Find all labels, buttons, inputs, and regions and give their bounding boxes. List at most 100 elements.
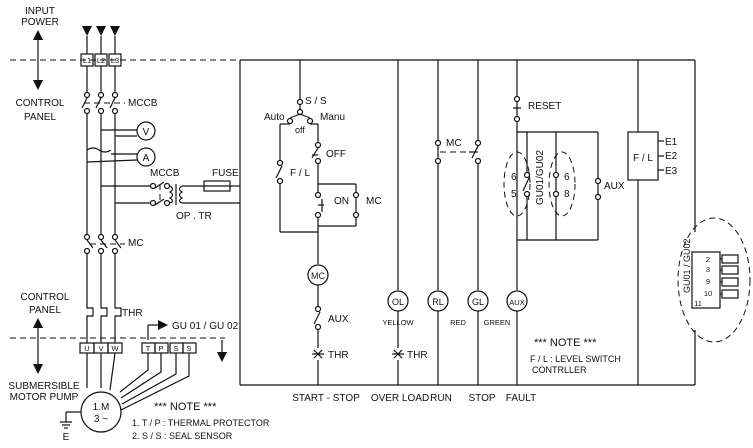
note-right-line-2: CONTRLLER <box>532 365 587 375</box>
e3-label: E3 <box>665 166 678 177</box>
input-arrow-l1 <box>82 26 92 36</box>
svg-text:L2: L2 <box>97 56 105 65</box>
terminal-block-top: L1 L2 L3 <box>80 53 122 67</box>
fl-left-label: F / L <box>290 168 310 179</box>
control-panel-bottom-label-2: PANEL <box>29 305 61 316</box>
svg-text:S: S <box>173 344 178 353</box>
svg-text:V: V <box>98 344 103 353</box>
voltmeter <box>136 121 156 141</box>
gu-vertical-label: GU01/GU02 <box>535 150 546 205</box>
note-left-line-2: 2. S / S : SEAL SENSOR <box>132 431 233 441</box>
lamp-gl-label: GL <box>472 297 484 307</box>
fuse-label: FUSE <box>212 168 239 179</box>
motor-text-1: 1.M <box>93 402 110 413</box>
svg-text:T: T <box>146 344 151 353</box>
op-tr-label: OP . TR <box>176 211 212 222</box>
ammeter <box>136 147 156 167</box>
gu-box-vertical-label: GU01 / GU02 <box>682 238 692 293</box>
motor-label-1: SUBMERSIBLE <box>8 381 79 392</box>
manu-label: Manu <box>320 112 345 123</box>
op-transformer <box>168 184 184 205</box>
aux-left-label: AUX <box>328 314 349 325</box>
motor-label-2: MOTOR PUMP <box>10 392 79 403</box>
mc-main-label: MC <box>128 238 144 249</box>
mccb-main-label: MCCB <box>128 98 158 109</box>
svg-text:3: 3 <box>706 265 710 274</box>
thr-left-label: THR <box>328 350 349 361</box>
gu-contact-ellipse-2 <box>548 151 576 217</box>
lamp-ol-label: OL <box>392 297 404 307</box>
svg-text:L1: L1 <box>83 56 91 65</box>
earth-label: E <box>63 432 70 443</box>
green-label: GREEN <box>484 318 511 327</box>
aux-right-label: AUX <box>604 181 625 192</box>
run-column: MC RL RED <box>427 60 468 385</box>
gu-box: GU01 / GU02 2 3 9 10 11 <box>677 217 751 343</box>
gu-arrow-label: GU 01 / GU 02 <box>172 321 239 332</box>
red-label: RED <box>450 318 466 327</box>
level-switch-controller: F / L E1 E2 E3 <box>627 60 678 385</box>
boundary-arrow-bottom <box>33 318 43 374</box>
note-left-line-1: 1. T / P : THERMAL PROTECTOR <box>132 418 270 428</box>
overload-column: OL YELLOW THR <box>382 60 428 385</box>
bottom-label-stop: STOP <box>468 393 495 404</box>
bottom-label-run: RUN <box>430 393 452 404</box>
reset-label: RESET <box>528 101 561 112</box>
terminal-block-bottom: U V W <box>79 342 123 354</box>
gu-arrow-icon <box>158 320 168 330</box>
input-arrow-l2 <box>96 26 106 36</box>
off-small-label: off <box>295 125 305 135</box>
svg-text:11: 11 <box>694 299 702 308</box>
mc-coil-label: MC <box>311 271 325 281</box>
mccb-ctrl-label: MCCB <box>150 168 180 179</box>
svg-text:9: 9 <box>706 277 710 286</box>
ammeter-label: A <box>143 153 150 164</box>
input-arrow-l3 <box>110 26 120 36</box>
six-a-label: 6 <box>511 172 517 183</box>
mc-main-contacts <box>83 233 125 255</box>
note-right-line-1: F / L : LEVEL SWITCH <box>530 354 621 364</box>
note-right-title: *** NOTE *** <box>534 337 597 349</box>
fl-right-label: F / L <box>633 153 653 164</box>
lamp-aux-label: AUX <box>509 298 524 307</box>
mc-run-label: MC <box>446 138 462 149</box>
gu-contact-ellipse-1 <box>503 151 531 217</box>
auto-label: Auto <box>264 112 285 123</box>
six-b-label: 6 <box>564 172 570 183</box>
svg-text:S: S <box>186 344 191 353</box>
stop-column: GL GREEN <box>467 60 511 385</box>
control-frame <box>239 59 696 386</box>
e1-label: E1 <box>665 137 678 148</box>
svg-text:2: 2 <box>706 255 710 264</box>
five-label: 5 <box>511 189 517 200</box>
thr-overload <box>86 300 122 328</box>
control-panel-top-label-2: PANEL <box>24 112 56 123</box>
svg-text:P: P <box>158 344 163 353</box>
eight-label: 8 <box>564 189 570 200</box>
bottom-label-overload: OVER LOAD <box>371 393 429 404</box>
note-left-title: *** NOTE *** <box>154 401 217 413</box>
control-panel-top-label-1: CONTROL <box>16 98 65 109</box>
ss-label: S / S <box>305 96 327 107</box>
svg-text:L3: L3 <box>111 56 119 65</box>
terminal-block-sensor: T P S S <box>141 342 197 354</box>
motor-text-2: 3 ~ <box>94 414 108 425</box>
mc-aux-label: MC <box>366 196 382 207</box>
voltmeter-label: V <box>143 127 150 138</box>
power-section: INPUT POWER CONTROL PANEL L1 L2 L3 <box>8 6 269 443</box>
off-label: OFF <box>326 149 346 160</box>
svg-text:U: U <box>84 344 89 353</box>
boundary-arrow-top <box>33 30 43 90</box>
input-power-label-1: INPUT <box>25 6 55 17</box>
lamp-rl-label: RL <box>432 297 444 307</box>
bottom-label-fault: FAULT <box>506 393 536 404</box>
e2-label: E2 <box>665 151 678 162</box>
svg-text:W: W <box>111 344 119 353</box>
bottom-label-start-stop: START - STOP <box>292 393 360 404</box>
input-power-label-2: POWER <box>21 17 59 28</box>
thr-left-contact <box>312 349 324 359</box>
fault-column: RESET AUX 6 5 6 8 GU01/GU02 AUX <box>503 60 625 385</box>
gu-box-ellipse <box>677 217 751 343</box>
control-panel-bottom-label-1: CONTROL <box>21 292 70 303</box>
